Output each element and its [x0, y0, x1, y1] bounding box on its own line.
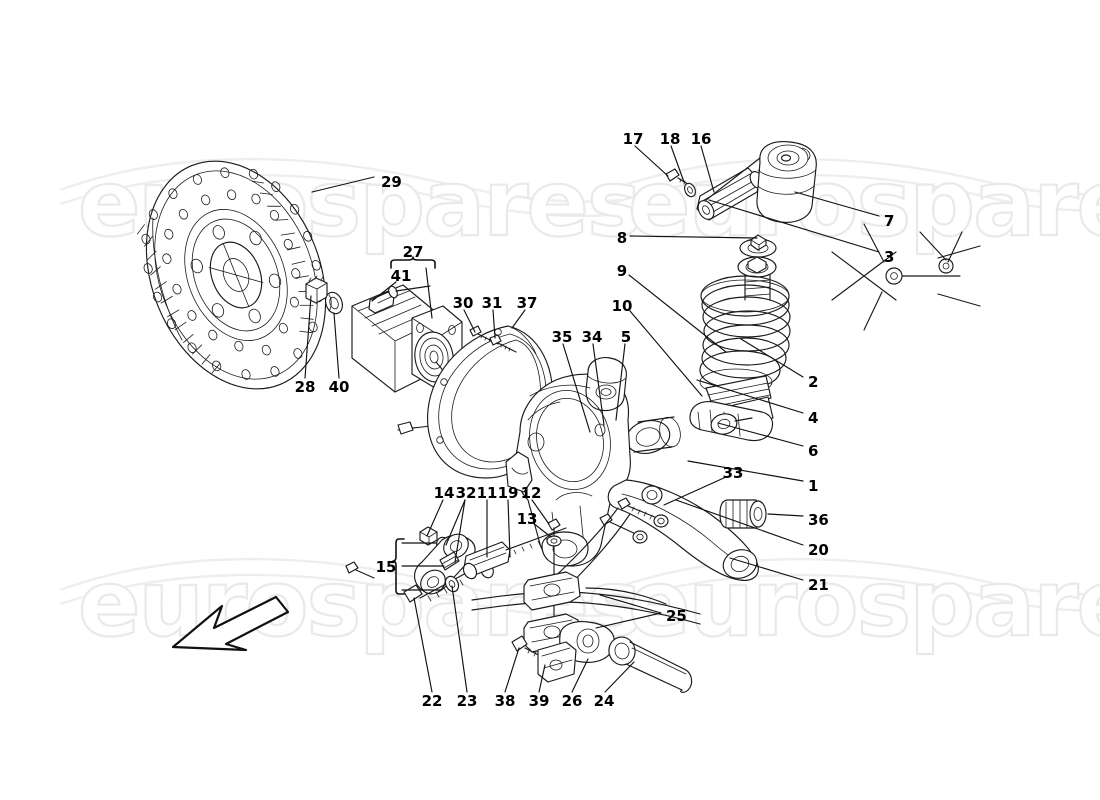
callout-number-1: 1 [808, 477, 818, 495]
callout-number-36: 36 [808, 511, 829, 529]
callout-number-4: 4 [808, 409, 818, 427]
callout-number-35: 35 [552, 328, 573, 346]
watermark-swooshes [59, 157, 1096, 618]
part-long-bolt-22 [403, 562, 478, 603]
callout-number-38: 38 [495, 692, 516, 710]
part-hub-assembly [351, 284, 525, 435]
callout-leaders [304, 145, 880, 693]
part-shield-screw-31 [489, 334, 517, 353]
callout-number-31: 31 [482, 294, 503, 312]
direction-arrow [171, 595, 290, 652]
callout-number-19: 19 [498, 484, 519, 502]
callout-number-34: 34 [582, 328, 603, 346]
callout-number-29: 29 [381, 173, 402, 191]
callout-number-32: 32 [456, 484, 477, 502]
callout-number-18: 18 [660, 130, 681, 148]
callout-number-17: 17 [623, 130, 644, 148]
callout-number-21: 21 [808, 576, 829, 594]
callout-number-20: 20 [808, 541, 829, 559]
callout-number-40: 40 [329, 378, 350, 396]
part-lower-shaft-assembly [511, 621, 693, 693]
part-strut-spring-seat [737, 256, 777, 301]
part-washer-23 [444, 575, 460, 593]
callout-number-16: 16 [691, 130, 712, 148]
callout-number-5: 5 [621, 328, 631, 346]
part-washer-40 [325, 291, 343, 315]
callout-number-9: 9 [617, 262, 627, 280]
callout-number-27: 27 [403, 243, 424, 261]
part-damper-body [625, 375, 774, 454]
part-upper-mount [705, 141, 817, 223]
callout-number-28: 28 [295, 378, 316, 396]
callout-number-23: 23 [457, 692, 478, 710]
callout-number-26: 26 [562, 692, 583, 710]
callout-number-25: 25 [666, 607, 687, 625]
callout-number-6: 6 [808, 442, 818, 460]
callout-number-7: 7 [884, 212, 894, 230]
watermark-text: eurospares [628, 550, 1100, 657]
callout-number-41: 41 [391, 267, 412, 285]
part-droplink-washer-18 [683, 182, 697, 198]
callout-number-15: 15 [376, 558, 397, 576]
callout-number-3: 3 [884, 248, 894, 266]
bracket-27 [390, 256, 436, 319]
callout-number-22: 22 [422, 692, 443, 710]
part-brake-disc [137, 160, 327, 390]
part-frame-detail [831, 223, 981, 331]
callout-number-30: 30 [453, 294, 474, 312]
callout-number-2: 2 [808, 373, 818, 391]
callout-number-39: 39 [529, 692, 550, 710]
callout-number-10: 10 [612, 297, 633, 315]
callout-number-8: 8 [617, 229, 627, 247]
bracket-15 [392, 538, 445, 595]
callout-number-12: 12 [521, 484, 542, 502]
callout-numbers: 29 27 41 28 40 30 31 37 35 34 5 17 18 16… [295, 130, 895, 710]
part-lower-wishbone [539, 479, 767, 595]
callout-number-37: 37 [517, 294, 538, 312]
callout-number-14: 14 [434, 484, 455, 502]
callout-number-11: 11 [477, 484, 498, 502]
callout-number-13: 13 [517, 510, 538, 528]
callout-number-33: 33 [723, 464, 744, 482]
callout-number-24: 24 [594, 692, 615, 710]
